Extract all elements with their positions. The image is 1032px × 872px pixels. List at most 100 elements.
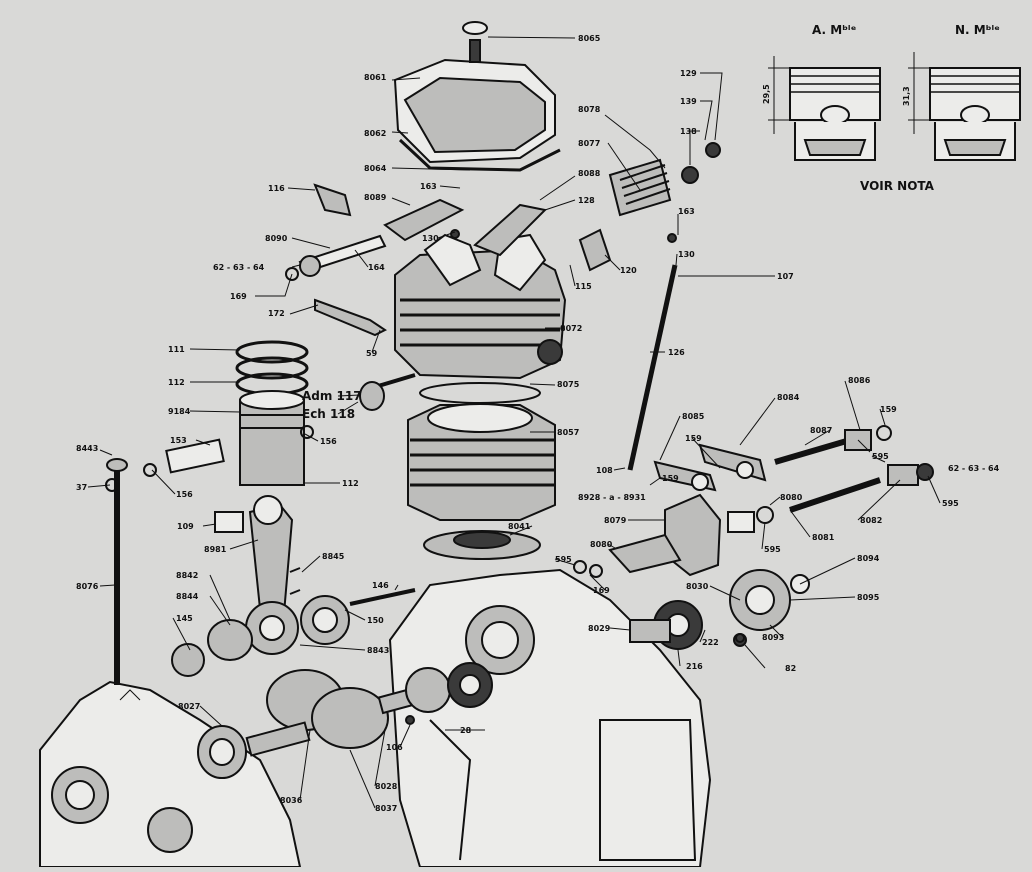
callout-108: 108 (596, 466, 613, 475)
callout-8842: 8842 (176, 571, 198, 580)
callout-106: 106 (386, 743, 403, 752)
callout-216: 216 (686, 662, 703, 671)
callout-8079: 8079 (604, 516, 627, 525)
dimension-a: 29,5 (762, 56, 796, 134)
callout-62-63-64-a: 62 - 63 - 64 (213, 263, 265, 272)
callout-156-a: 156 (320, 437, 337, 446)
callout-222: 222 (702, 638, 719, 647)
callout-59: 59 (366, 349, 378, 358)
callout-8037: 8037 (375, 804, 397, 813)
callout-8080-a: 8080 (780, 493, 803, 502)
callout-595-a: 595 (872, 452, 889, 461)
callout-8093: 8093 (762, 633, 784, 642)
piston-a-label: A. Mᵇˡᵉ (812, 23, 857, 37)
callout-130-a: 130 (422, 234, 439, 243)
callout-111: 111 (168, 345, 185, 354)
callout-8844: 8844 (176, 592, 199, 601)
callout-adm-117: Adm 117 (302, 389, 362, 403)
callout-8090: 8090 (265, 234, 288, 243)
valve-train (298, 142, 721, 411)
callout-150: 150 (367, 616, 384, 625)
callout-28: 28 (460, 726, 472, 735)
callout-8094: 8094 (857, 554, 880, 563)
dimension-a-value: 29,5 (762, 84, 771, 104)
callout-169-a: 169 (230, 292, 247, 301)
callout-8843: 8843 (367, 646, 389, 655)
callout-8085: 8085 (682, 412, 705, 421)
callout-130-b: 130 (678, 250, 695, 259)
callout-8028: 8028 (375, 782, 398, 791)
callout-159-a: 159 (880, 405, 897, 414)
callout-8072: 8072 (560, 324, 582, 333)
dimension-n-value: 31,3 (902, 86, 911, 106)
callout-8845: 8845 (322, 552, 345, 561)
callout-164: 164 (368, 263, 385, 272)
callout-8443: 8443 (76, 444, 98, 453)
callout-8086: 8086 (848, 376, 871, 385)
callout-595-c: 595 (764, 545, 781, 554)
callout-37: 37 (76, 483, 87, 492)
callout-112-b: 112 (342, 479, 359, 488)
callout-8077: 8077 (578, 139, 600, 148)
callout-107: 107 (777, 272, 794, 281)
callout-153: 153 (170, 436, 187, 445)
callout-8080-b: 8080 (590, 540, 613, 549)
callout-116: 116 (268, 184, 285, 193)
callout-82: 82 (785, 664, 796, 673)
callout-8061: 8061 (364, 73, 387, 82)
callout-8075: 8075 (557, 380, 580, 389)
callout-172: 172 (268, 309, 285, 318)
callout-8081: 8081 (812, 533, 835, 542)
push-rods (106, 264, 678, 685)
callout-8084: 8084 (777, 393, 800, 402)
piston (165, 390, 305, 486)
piston-reference-group: A. Mᵇˡᵉ N. Mᵇˡᵉ 29,5 (762, 23, 1021, 193)
callout-159-c: 159 (662, 474, 679, 483)
leader-lines (87, 36, 941, 809)
callout-8065: 8065 (578, 34, 601, 43)
callout-126: 126 (668, 348, 685, 357)
connecting-rod (214, 495, 299, 655)
callout-169-b: 169 (593, 586, 610, 595)
callout-8089: 8089 (364, 193, 387, 202)
callout-595-d: 595 (555, 555, 572, 564)
callout-8082: 8082 (860, 516, 882, 525)
callout-8088: 8088 (578, 169, 601, 178)
callout-145: 145 (176, 614, 193, 623)
callout-8027: 8027 (178, 702, 200, 711)
callout-8062: 8062 (364, 129, 386, 138)
dimension-n: 31,3 (902, 52, 936, 134)
callout-120: 120 (620, 266, 637, 275)
callout-8078: 8078 (578, 105, 601, 114)
callout-8029: 8029 (588, 624, 611, 633)
callout-109: 109 (177, 522, 194, 531)
callout-8087: 8087 (810, 426, 832, 435)
callout-8928-a-8931: 8928 - a - 8931 (578, 493, 646, 502)
callout-129: 129 (680, 69, 697, 78)
callout-112-a: 112 (168, 378, 185, 387)
callout-138: 138 (680, 127, 697, 136)
callout-8030: 8030 (686, 582, 709, 591)
cylinder-barrel (407, 382, 556, 560)
callout-labels: 8065 8061 8078 8062 8077 8064 8088 129 1… (76, 34, 1000, 813)
callout-156-b: 156 (176, 490, 193, 499)
callout-8036: 8036 (280, 796, 303, 805)
callout-9184: 9184 (168, 407, 191, 416)
callout-128: 128 (578, 196, 595, 205)
cylinder-head (394, 233, 567, 380)
rocker-shafts (573, 425, 934, 578)
callout-146: 146 (372, 581, 389, 590)
callout-62-63-64-b: 62 - 63 - 64 (948, 464, 1000, 473)
callout-8076: 8076 (76, 582, 99, 591)
rocker-cover (393, 21, 561, 172)
callout-ech-118: Ech 118 (302, 407, 355, 421)
callout-139: 139 (680, 97, 697, 106)
crankcase-left-half (39, 680, 302, 868)
voir-nota-note: VOIR NOTA (860, 179, 935, 193)
callout-8981: 8981 (204, 545, 227, 554)
callout-115: 115 (575, 282, 592, 291)
callout-8057: 8057 (557, 428, 579, 437)
piston-n-label: N. Mᵇˡᵉ (955, 23, 1000, 37)
